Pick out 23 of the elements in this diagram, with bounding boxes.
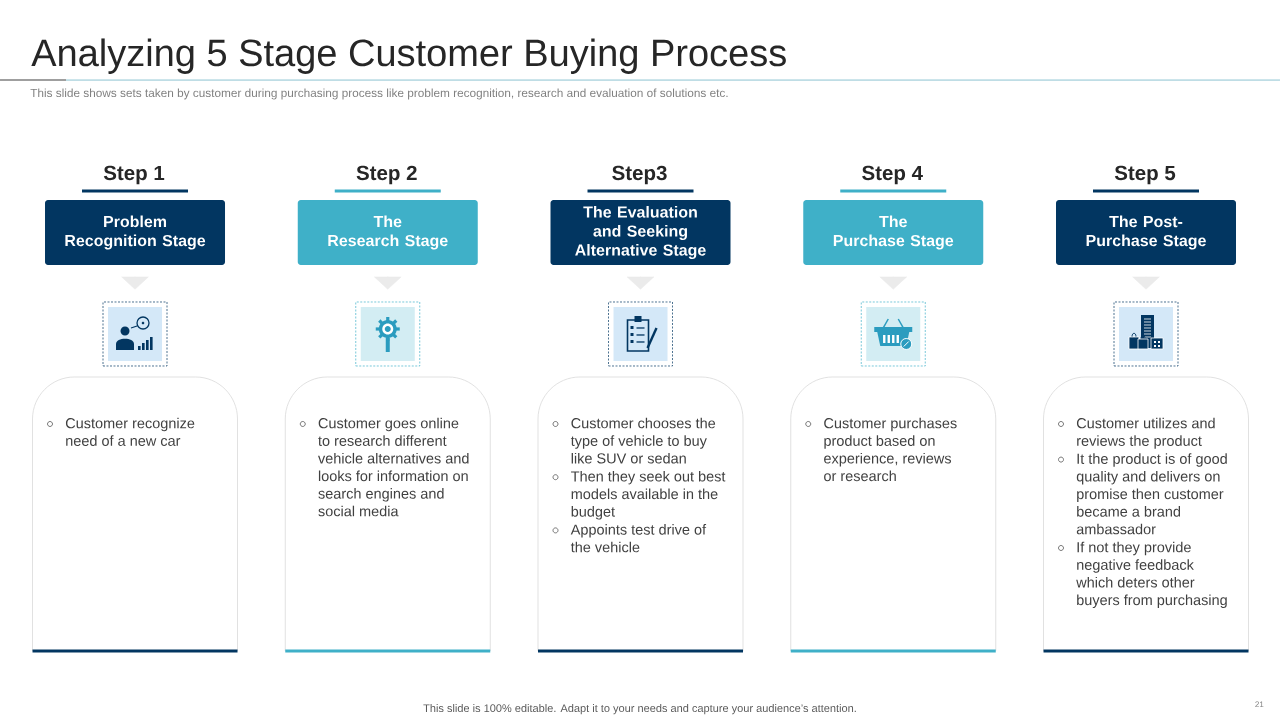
bullet-text: If not they provide negative feedback which deters other buyers from purchasing <box>1076 541 1227 608</box>
step-heading: Step 1 <box>103 165 165 185</box>
bullet-text: Appoints test drive of the vehicle <box>570 524 707 553</box>
footer-note: This slide is 100% editable. Adapt it to your needs and capture your audience’s attention. <box>423 704 856 715</box>
page-number: 21 <box>1255 701 1264 707</box>
step-heading: Step3 <box>612 165 667 185</box>
bullet-text: Customer purchases product based on experience, reviews or research <box>824 417 957 482</box>
stage-box: The Research Stage <box>297 200 478 265</box>
bullet-text: Customer recognize need of a new car <box>65 417 195 446</box>
stage-box: The Evaluation and Seeking Alternative Stage <box>550 200 731 265</box>
bullet-text: Customer chooses the type of vehicle to buy like SUV or sedan <box>570 417 716 464</box>
step-heading: Step 2 <box>356 165 417 185</box>
bullet-text: Then they seek out best models available in the budget <box>571 470 726 520</box>
bullet-text: It the product is of good quality and delivers on promise then customer became a brand ambassador <box>1076 453 1227 535</box>
stage-box: The Purchase Stage <box>803 200 984 265</box>
stage-box: The Post- Purchase Stage <box>1056 200 1236 265</box>
step-heading: Step 4 <box>862 165 923 185</box>
subtitle: This slide shows sets taken by customer during purchasing process like problem recognition, research and evaluation of solutions etc. <box>30 88 728 100</box>
stage-box: Problem Recognition Stage <box>45 200 225 265</box>
bullet-text: Customer goes online to research different vehicle alternatives and looks for information on search engines and social media <box>318 417 469 517</box>
slide-title: Analyzing 5 Stage Customer Buying Process <box>31 38 786 74</box>
step-heading: Step 5 <box>1114 165 1176 185</box>
bullet-text: Customer utilizes and reviews the product <box>1076 417 1215 449</box>
